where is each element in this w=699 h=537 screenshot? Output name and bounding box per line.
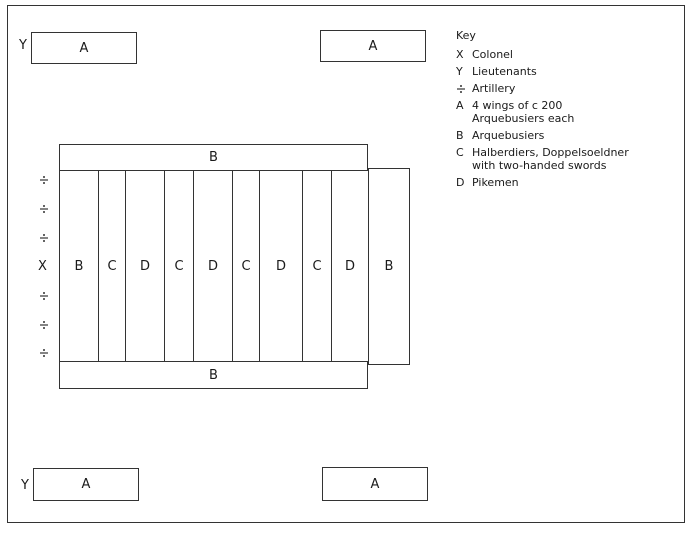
wing-a-bottom-right-label: A <box>370 476 380 492</box>
legend-item: A 4 wings of c 200 Arquebusiers each <box>456 99 629 125</box>
arquebusier-bar-top: B <box>59 144 368 171</box>
formation-column: D <box>125 170 164 362</box>
formation-column: D <box>193 170 232 362</box>
formation-column: D <box>259 170 302 362</box>
formation-column-label: C <box>174 258 184 274</box>
formation-column-label: D <box>207 258 218 274</box>
wing-a-top-right-label: A <box>368 38 378 54</box>
formation-column-label: C <box>241 258 251 274</box>
formation-column: D <box>331 170 368 362</box>
legend-text: Lieutenants <box>472 65 537 78</box>
arquebusier-bar-bottom: B <box>59 361 368 389</box>
lieutenant-label-top-left: Y <box>19 38 27 53</box>
legend-text: Arquebusiers <box>472 129 545 142</box>
legend-symbol: X <box>456 48 464 61</box>
artillery-icon <box>40 349 48 357</box>
legend: Key X Colonel Y Lieutenants Artillery A … <box>456 29 629 193</box>
arquebusier-bar-top-label: B <box>209 150 218 165</box>
wing-a-bottom-left-label: A <box>81 477 91 492</box>
legend-text: Pikemen <box>472 176 519 189</box>
lieutenant-label-bottom-left: Y <box>21 478 29 493</box>
legend-item: C Halberdiers, Doppelsoeldner with two-h… <box>456 146 629 172</box>
formation-column: B <box>59 170 98 362</box>
formation-column-label: D <box>344 258 355 274</box>
colonel-label: X <box>38 259 47 274</box>
formation-column-label: B <box>74 258 84 274</box>
artillery-icon <box>40 321 48 329</box>
legend-symbol: A <box>456 99 464 112</box>
artillery-icon <box>40 176 48 184</box>
artillery-icon <box>40 292 48 300</box>
legend-text: Colonel <box>472 48 513 61</box>
formation-column-label: C <box>312 258 322 274</box>
formation-column: C <box>164 170 193 362</box>
wing-a-bottom-right: A <box>322 467 428 501</box>
formation-column-label: C <box>107 258 117 274</box>
formation-column: C <box>98 170 125 362</box>
formation-column: C <box>302 170 331 362</box>
legend-symbol: C <box>456 146 464 159</box>
legend-symbol: Y <box>456 65 463 78</box>
formation-column-label: D <box>275 258 286 274</box>
formation-column-label: D <box>139 258 150 274</box>
formation-column: B <box>368 168 410 365</box>
legend-text: Halberdiers, Doppelsoeldner with two-han… <box>472 146 629 172</box>
formation-column-label: B <box>384 259 394 274</box>
legend-symbol: D <box>456 176 465 189</box>
artillery-icon <box>40 205 48 213</box>
artillery-icon <box>457 85 465 93</box>
wing-a-bottom-left: A <box>33 468 139 501</box>
legend-text: 4 wings of c 200 Arquebusiers each <box>472 99 575 125</box>
legend-item: D Pikemen <box>456 176 629 189</box>
wing-a-top-left: A <box>31 32 137 64</box>
legend-item: B Arquebusiers <box>456 129 629 142</box>
legend-text: Artillery <box>472 82 516 95</box>
wing-a-top-left-label: A <box>79 40 89 56</box>
legend-symbol: B <box>456 129 464 142</box>
diagram-frame <box>7 5 685 523</box>
formation-column: C <box>232 170 259 362</box>
legend-item: Y Lieutenants <box>456 65 629 78</box>
legend-item: Artillery <box>456 82 629 95</box>
artillery-icon <box>40 234 48 242</box>
legend-item: X Colonel <box>456 48 629 61</box>
arquebusier-bar-bottom-label: B <box>209 367 218 383</box>
wing-a-top-right: A <box>320 30 426 62</box>
legend-title: Key <box>456 29 476 42</box>
